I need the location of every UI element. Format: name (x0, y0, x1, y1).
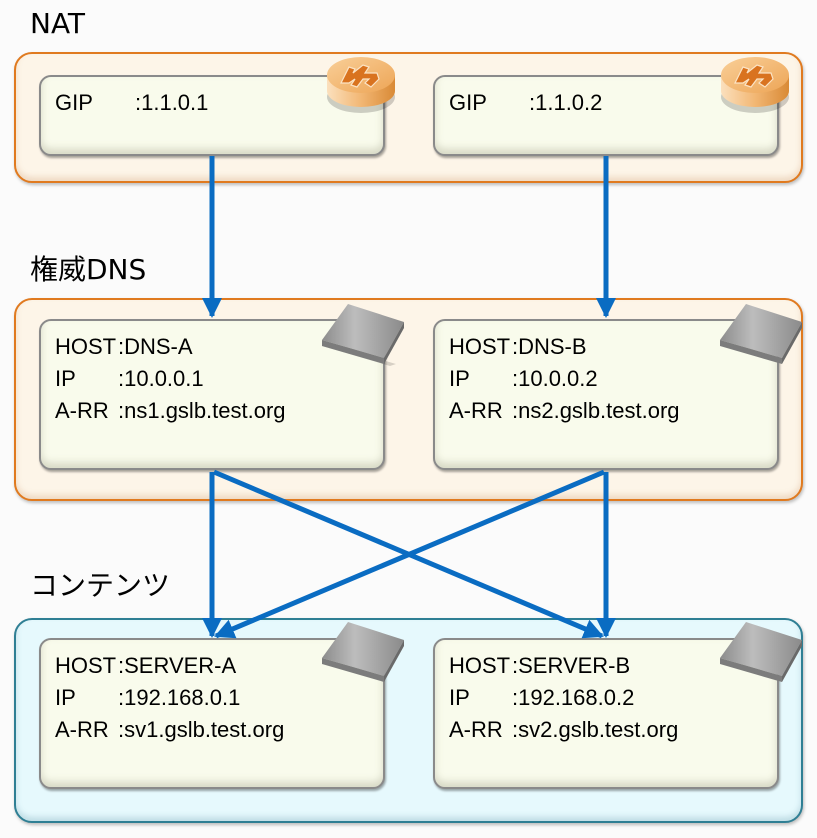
node-row: GIP :1.1.0.2 (449, 87, 777, 119)
row-key: IP (449, 685, 470, 710)
server-icon (322, 622, 404, 682)
row-value: :ns1.gslb.test.org (118, 398, 286, 423)
row-key: HOST (55, 334, 117, 359)
row-key: A-RR (55, 717, 109, 742)
section-label-dns: 権威DNS (30, 253, 147, 286)
node-row: IP :192.168.0.2 (449, 682, 777, 714)
router-icon (721, 57, 789, 113)
section-label-nat: NAT (30, 7, 86, 40)
row-value: :DNS-A (118, 334, 193, 359)
node-row: HOST:SERVER-A (55, 650, 383, 682)
node-row: A-RR :sv1.gslb.test.org (55, 714, 383, 746)
row-key: IP (55, 366, 76, 391)
server-icon (720, 622, 802, 682)
row-value: :1.1.0.2 (529, 90, 603, 115)
row-key: A-RR (449, 398, 503, 423)
row-key: HOST (449, 334, 511, 359)
row-value: :192.168.0.2 (512, 685, 635, 710)
row-key: GIP (449, 90, 487, 115)
row-key: IP (449, 366, 470, 391)
node-row: HOST:SERVER-B (449, 650, 777, 682)
row-value: :192.168.0.1 (118, 685, 241, 710)
row-value: :DNS-B (512, 334, 587, 359)
node-row: A-RR :sv2.gslb.test.org (449, 714, 777, 746)
router-icon (327, 57, 395, 113)
node-row: HOST:DNS-B (449, 331, 777, 363)
row-key: GIP (55, 90, 93, 115)
server-icon (322, 304, 404, 366)
row-value: :10.0.0.2 (512, 366, 598, 391)
section-label-contents: コンテンツ (30, 569, 171, 602)
node-row: IP :10.0.0.2 (449, 363, 777, 395)
node-row: IP :192.168.0.1 (55, 682, 383, 714)
row-value: :ns2.gslb.test.org (512, 398, 680, 423)
row-value: :SERVER-B (512, 653, 631, 678)
row-key: HOST (449, 653, 511, 678)
node-row: A-RR :ns2.gslb.test.org (449, 395, 777, 427)
row-value: :sv2.gslb.test.org (512, 717, 679, 742)
row-value: :1.1.0.1 (135, 90, 209, 115)
node-row: A-RR :ns1.gslb.test.org (55, 395, 383, 427)
row-key: A-RR (449, 717, 503, 742)
node-row: GIP :1.1.0.1 (55, 87, 383, 119)
row-key: A-RR (55, 398, 109, 423)
row-key: HOST (55, 653, 117, 678)
row-key: IP (55, 685, 76, 710)
row-value: :SERVER-A (118, 653, 237, 678)
row-value: :10.0.0.1 (118, 366, 204, 391)
node-row: HOST:DNS-A (55, 331, 383, 363)
row-value: :sv1.gslb.test.org (118, 717, 285, 742)
server-icon (720, 304, 802, 364)
node-row: IP :10.0.0.1 (55, 363, 383, 395)
